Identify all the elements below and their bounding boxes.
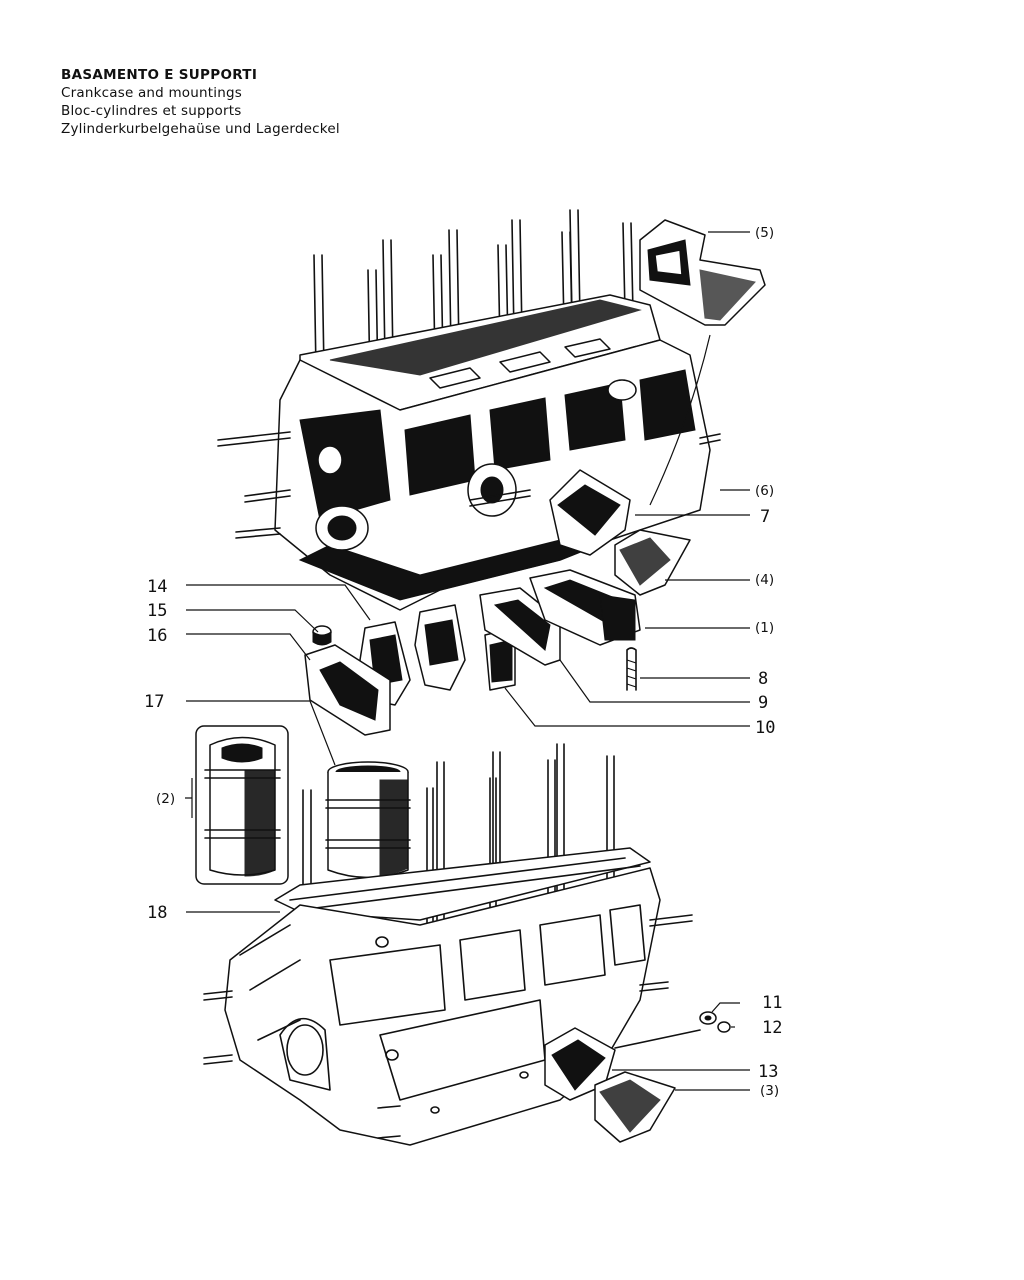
rubber-mount-3 bbox=[594, 1071, 676, 1143]
callout-6: (6) bbox=[755, 483, 774, 499]
callout-10: 10 bbox=[755, 718, 775, 738]
side-studs-lower bbox=[203, 914, 693, 1139]
callout-15: 15 bbox=[147, 601, 167, 621]
title-french: Bloc-cylindres et supports bbox=[61, 103, 242, 119]
engine-mount-bracket-13 bbox=[544, 1027, 701, 1101]
engine-mount-bracket-5 bbox=[639, 219, 766, 326]
callout-16: 16 bbox=[147, 626, 167, 646]
title-english: Crankcase and mountings bbox=[61, 85, 242, 101]
callout-17: 17 bbox=[144, 692, 164, 712]
cylinder-liner-17 bbox=[325, 761, 411, 906]
rubber-mount-4 bbox=[614, 529, 691, 596]
callout-12: 12 bbox=[762, 1018, 782, 1038]
title-italian: BASAMENTO E SUPPORTI bbox=[61, 67, 258, 83]
washer-12 bbox=[717, 1021, 731, 1033]
callout-3: (3) bbox=[760, 1083, 779, 1099]
callout-7: 7 bbox=[760, 507, 770, 527]
callout-5: (5) bbox=[755, 225, 774, 241]
leader-lines bbox=[185, 231, 750, 1091]
callout-4: (4) bbox=[755, 572, 774, 588]
callout-labels: (5) (6) 7 (4) (1) 8 9 10 14 15 16 17 (2)… bbox=[144, 225, 782, 1099]
main-bearing-caps bbox=[304, 569, 641, 736]
engine-mount-bracket-7 bbox=[549, 469, 631, 556]
callout-14: 14 bbox=[147, 577, 167, 597]
callout-1: (1) bbox=[755, 620, 774, 636]
title-german: Zylinderkurbelgehaüse und Lagerdeckel bbox=[61, 121, 340, 137]
callout-9: 9 bbox=[758, 693, 768, 713]
callout-18: 18 bbox=[147, 903, 167, 923]
title-block: BASAMENTO E SUPPORTI Crankcase and mount… bbox=[61, 66, 340, 138]
callout-8: 8 bbox=[758, 669, 768, 689]
callout-11: 11 bbox=[762, 993, 782, 1013]
cylinder-liner-inset-2 bbox=[195, 725, 289, 885]
nut-11 bbox=[699, 1011, 717, 1025]
callout-13: 13 bbox=[758, 1062, 778, 1082]
callout-2: (2) bbox=[156, 791, 175, 807]
side-studs-upper bbox=[217, 431, 721, 539]
